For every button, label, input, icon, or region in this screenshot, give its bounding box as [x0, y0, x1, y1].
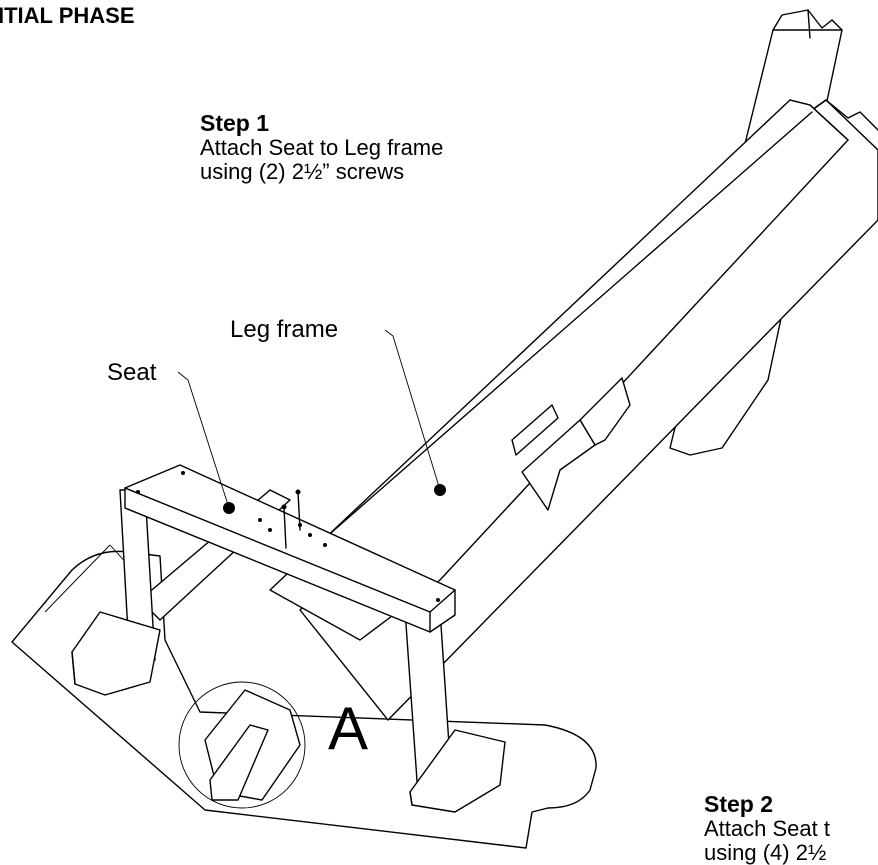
- step-1-title: Step 1: [200, 110, 270, 136]
- step-1-line-1: Attach Seat to Leg frame: [200, 134, 444, 160]
- detail-a-letter: A: [328, 695, 369, 762]
- front-member-2: [209, 724, 269, 801]
- step-2-line-1: Attach Seat t: [704, 815, 830, 841]
- step-2-line-2: using (4) 2½: [704, 839, 827, 865]
- bracket-lower: [521, 419, 596, 511]
- seat-board: [124, 464, 456, 633]
- seat-holes: [136, 471, 440, 602]
- detail-a-circle: [178, 681, 306, 809]
- phase-title: ITIAL PHASE: [0, 3, 135, 28]
- seat-callout-label: Seat: [107, 359, 157, 386]
- step-1-line-2: using (2) 2½” screws: [200, 158, 405, 184]
- step-2-title: Step 2: [704, 791, 774, 817]
- step-2-instructions: Step 2 Attach Seat t using (4) 2½: [704, 792, 830, 864]
- leg-frame-callout-label: Leg frame: [230, 316, 339, 343]
- step-1-instructions: Step 1 Attach Seat to Leg frame using (2…: [200, 111, 443, 183]
